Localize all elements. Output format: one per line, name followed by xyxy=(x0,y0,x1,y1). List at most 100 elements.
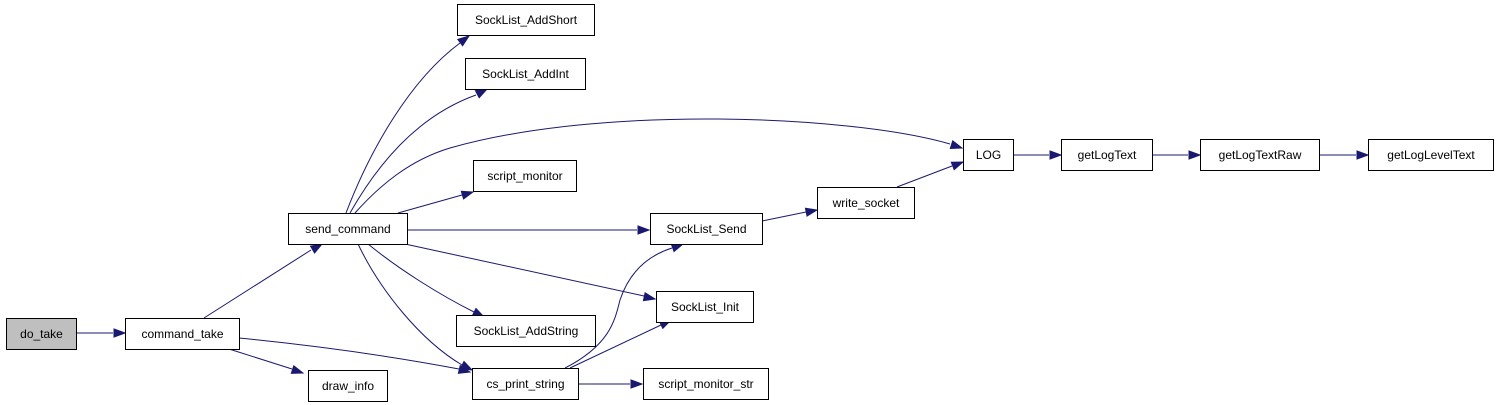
edge-line xyxy=(345,42,461,214)
node-label: SockList_AddInt xyxy=(482,67,569,81)
node-send_command[interactable]: send_command xyxy=(288,213,408,245)
node-label: getLogTextRaw xyxy=(1219,148,1302,162)
arrowhead-icon xyxy=(460,190,475,200)
node-script_monitor_str[interactable]: script_monitor_str xyxy=(643,368,769,400)
node-LOG[interactable]: LOG xyxy=(963,139,1014,171)
node-label: getLogLevelText xyxy=(1387,148,1475,162)
arrowhead-icon xyxy=(630,379,644,389)
edge-command_take-to-draw_info xyxy=(228,348,305,374)
edge-SockList_Send-to-write_socket xyxy=(761,207,819,222)
node-label: SockList_Init xyxy=(671,300,740,314)
arrowhead-icon xyxy=(459,360,474,371)
arrowhead-icon xyxy=(113,328,127,338)
arrowhead-icon xyxy=(637,225,651,235)
node-draw_info[interactable]: draw_info xyxy=(308,370,388,402)
edge-send_command-to-LOG xyxy=(354,118,964,214)
edge-line xyxy=(367,243,475,313)
edge-getLogText-to-getLogTextRaw xyxy=(1152,150,1202,160)
edge-line xyxy=(397,194,463,214)
arrowhead-icon xyxy=(670,243,685,253)
edge-command_take-to-send_command xyxy=(203,243,324,319)
edge-line xyxy=(896,165,953,188)
edge-LOG-to-getLogText xyxy=(1013,150,1063,160)
arrowhead-icon xyxy=(309,243,324,254)
node-getLogText[interactable]: getLogText xyxy=(1061,139,1153,171)
edge-send_command-to-SockList_Init xyxy=(404,243,657,302)
node-box xyxy=(1061,139,1153,171)
arrowhead-icon xyxy=(949,140,964,150)
node-box xyxy=(817,187,915,219)
node-label: send_command xyxy=(305,222,390,236)
edge-send_command-to-SockList_AddString xyxy=(367,243,486,318)
edge-do_take-to-command_take xyxy=(76,328,127,338)
node-SockList_Send[interactable]: SockList_Send xyxy=(650,213,763,245)
node-SockList_AddString[interactable]: SockList_AddString xyxy=(456,315,596,347)
node-label: command_take xyxy=(141,327,223,341)
node-label: SockList_AddShort xyxy=(475,13,578,27)
node-command_take[interactable]: command_take xyxy=(125,318,240,350)
edge-line xyxy=(203,249,312,319)
edge-send_command-to-SockList_AddShort xyxy=(345,35,471,214)
node-box xyxy=(963,139,1014,171)
node-label: getLogText xyxy=(1078,148,1137,162)
edge-line xyxy=(238,337,460,370)
node-SockList_AddInt[interactable]: SockList_AddInt xyxy=(465,58,586,90)
node-box xyxy=(457,4,595,36)
node-getLogLevelText[interactable]: getLogLevelText xyxy=(1368,139,1494,171)
edge-line xyxy=(564,247,673,369)
node-do_take: do_take xyxy=(6,318,77,350)
node-box xyxy=(308,370,388,402)
edge-line xyxy=(569,324,662,369)
edge-command_take-to-cs_print_string xyxy=(238,337,472,374)
node-label: SockList_Send xyxy=(666,222,746,236)
node-box xyxy=(6,318,77,350)
edge-send_command-to-cs_print_string xyxy=(357,243,474,371)
edge-cs_print_string-to-script_monitor_str xyxy=(578,379,644,389)
arrowhead-icon xyxy=(1188,150,1202,160)
edge-line xyxy=(404,243,645,297)
node-box xyxy=(472,368,579,400)
edge-send_command-to-SockList_Send xyxy=(407,225,651,235)
node-cs_print_string[interactable]: cs_print_string xyxy=(472,368,579,400)
nodes-layer: do_take command_take send_command draw_info… xyxy=(6,4,1494,402)
node-label: script_monitor xyxy=(487,169,562,183)
arrowhead-icon xyxy=(1356,150,1370,160)
node-label: LOG xyxy=(976,148,1001,162)
node-SockList_Init[interactable]: SockList_Init xyxy=(656,291,754,323)
arrowhead-icon xyxy=(642,291,657,302)
arrowhead-icon xyxy=(950,161,965,171)
node-box xyxy=(656,291,754,323)
edge-getLogTextRaw-to-getLogLevelText xyxy=(1319,150,1370,160)
node-label: cs_print_string xyxy=(486,377,564,391)
node-box xyxy=(125,318,240,350)
edge-line xyxy=(228,348,293,370)
arrowhead-icon xyxy=(1049,150,1063,160)
edge-write_socket-to-LOG xyxy=(896,161,965,188)
node-label: do_take xyxy=(20,327,63,341)
node-label: script_monitor_str xyxy=(658,377,753,391)
node-box xyxy=(1200,139,1320,171)
node-getLogTextRaw[interactable]: getLogTextRaw xyxy=(1200,139,1320,171)
arrowhead-icon xyxy=(290,364,305,374)
edge-send_command-to-script_monitor xyxy=(397,190,475,214)
arrowhead-icon xyxy=(456,35,471,47)
node-box xyxy=(643,368,769,400)
edge-line xyxy=(357,243,463,366)
node-box xyxy=(456,315,596,347)
node-label: draw_info xyxy=(322,379,374,393)
edge-line xyxy=(761,211,807,222)
edges-layer xyxy=(76,35,1370,389)
node-label: SockList_AddString xyxy=(474,324,579,338)
arrowhead-icon xyxy=(804,207,819,217)
node-box xyxy=(650,213,763,245)
node-box xyxy=(465,58,586,90)
edge-line xyxy=(354,118,951,214)
edge-line xyxy=(349,94,477,214)
node-write_socket[interactable]: write_socket xyxy=(817,187,915,219)
node-label: write_socket xyxy=(832,196,900,210)
node-box xyxy=(473,160,577,192)
arrowhead-icon xyxy=(474,88,489,99)
node-SockList_AddShort[interactable]: SockList_AddShort xyxy=(457,4,595,36)
node-script_monitor[interactable]: script_monitor xyxy=(473,160,577,192)
